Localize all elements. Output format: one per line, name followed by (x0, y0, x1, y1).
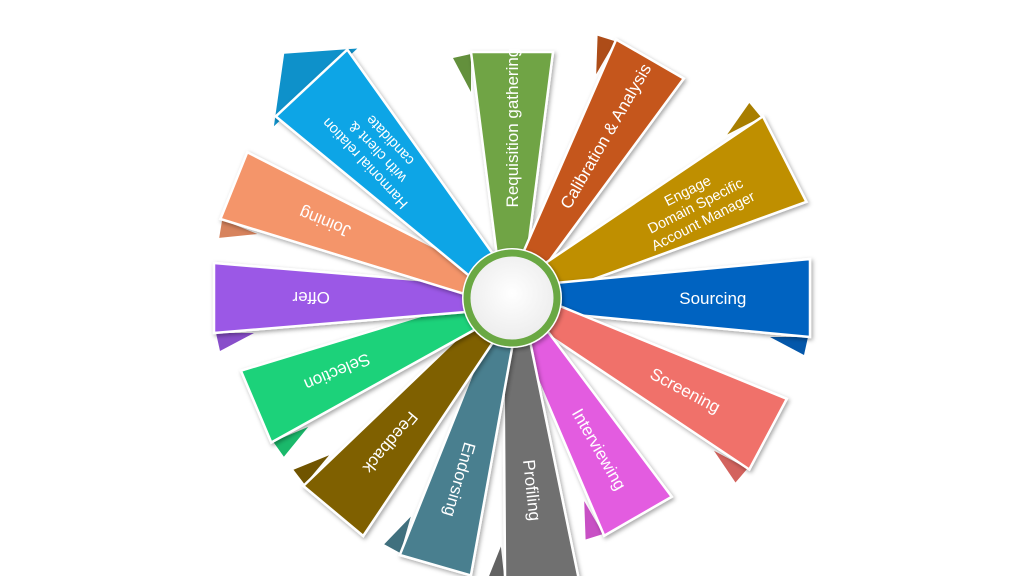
spoke-harmonial: Harmonial relationwith client &candidate (273, 47, 509, 293)
spoke-label-sourcing: Sourcing (679, 289, 746, 308)
spoke-tail-calibration (596, 35, 616, 75)
center-ring (463, 249, 561, 347)
spoke-tail-feedback (293, 455, 330, 485)
spoke-label-requisition: Requisition gathering (503, 48, 522, 208)
spoke-engage: EngageDomain SpecificAccount Manager (524, 114, 809, 302)
spoke-label-line: Requisition gathering (503, 48, 522, 208)
spoke-tail-engage (727, 103, 762, 135)
spoke-tail-interviewing (584, 501, 604, 540)
spoke-endorsing: Endorsing (398, 312, 519, 576)
spoke-tail-endorsing (384, 516, 411, 554)
spoke-tail-offer (216, 333, 254, 351)
spoke-tails (216, 35, 808, 576)
spoke-profiling: Profiling (501, 315, 580, 576)
spoke-tail-requisition (453, 54, 471, 92)
spoke-tail-sourcing (770, 337, 808, 355)
spoke-selection: Selection (239, 294, 498, 445)
spoke-label-offer: Offer (292, 288, 330, 307)
center-hub (462, 248, 562, 348)
spoke-label-line: Offer (292, 288, 330, 307)
spoke-tail-joining (219, 219, 258, 238)
spoke-tail-selection (273, 426, 309, 457)
spoke-tail-screening (714, 450, 748, 483)
spoke-tail-profiling (489, 546, 505, 576)
spoke-label-line: Sourcing (679, 289, 746, 308)
